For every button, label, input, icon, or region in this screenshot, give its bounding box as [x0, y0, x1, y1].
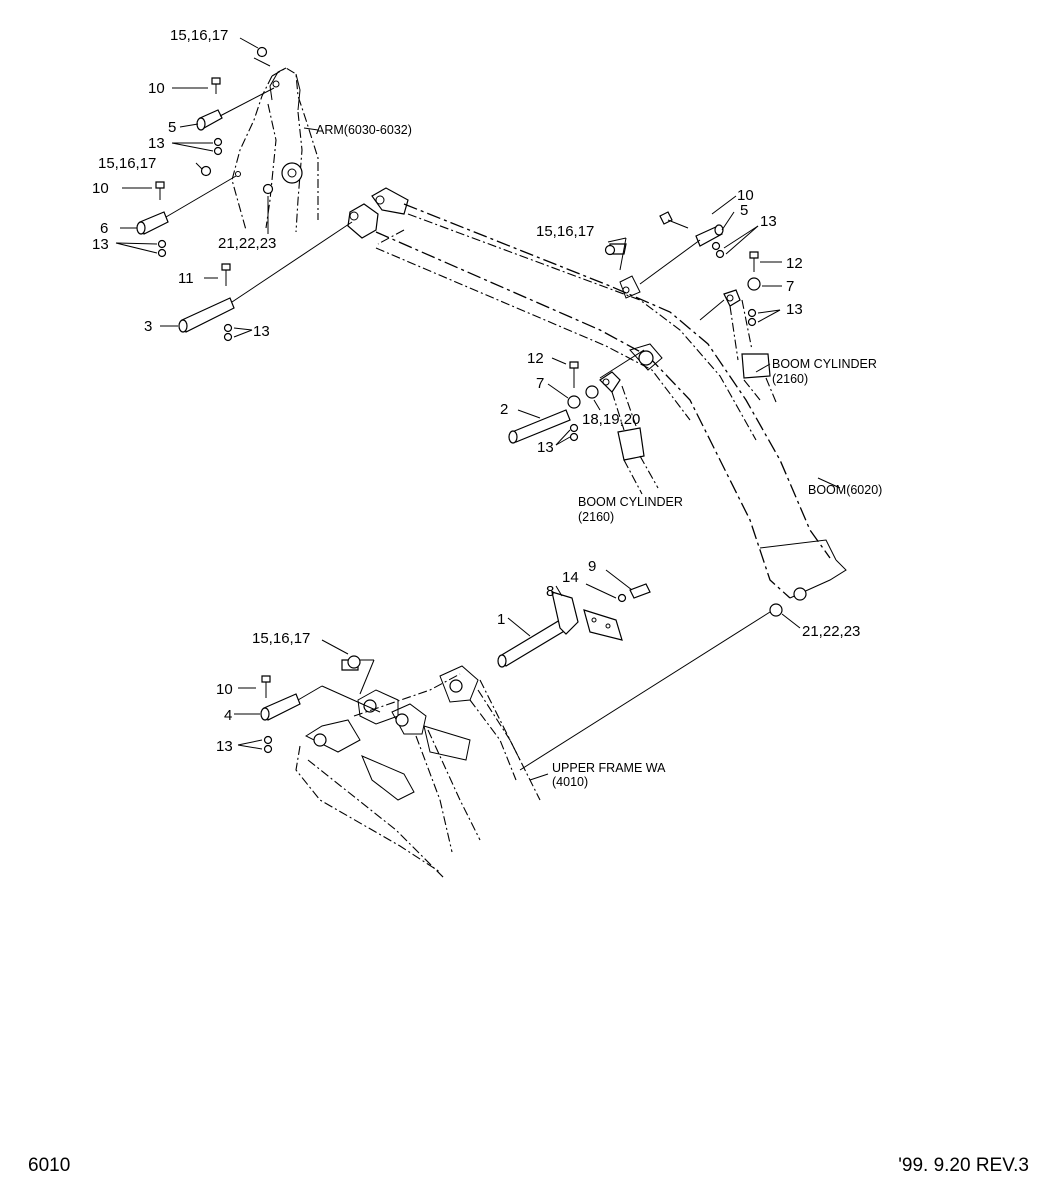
callout-10: 10	[92, 180, 109, 197]
boom-cylinder-right	[729, 299, 777, 403]
boom-leaders	[607, 195, 782, 323]
callout-5: 5	[740, 202, 748, 219]
callout-5: 5	[168, 119, 176, 136]
callout-12: 12	[527, 350, 544, 367]
upper-frame-outline	[295, 665, 541, 879]
callout-13: 13	[537, 439, 554, 456]
callout-8: 8	[546, 583, 554, 600]
component-labels: ARM(6030-6032) BOOM CYLINDER (2160) BOOM…	[316, 123, 882, 789]
callout-15-16-17: 15,16,17	[536, 223, 594, 240]
callout-14: 14	[562, 569, 579, 586]
callout-1: 1	[497, 611, 505, 628]
callout-10: 10	[737, 187, 754, 204]
label-boom: BOOM(6020)	[808, 483, 882, 497]
label-upper-frame-code: (4010)	[552, 775, 588, 789]
callout-10: 10	[148, 80, 165, 97]
callout-9: 9	[588, 558, 596, 575]
callout-10: 10	[216, 681, 233, 698]
callout-6: 6	[100, 220, 108, 237]
label-arm: ARM(6030-6032)	[316, 123, 412, 137]
callout-13: 13	[786, 301, 803, 318]
callout-13: 13	[92, 236, 109, 253]
callout-13: 13	[148, 135, 165, 152]
arm-leaders	[115, 37, 319, 254]
callout-13: 13	[760, 213, 777, 230]
callout-7: 7	[536, 375, 544, 392]
arm-pins	[136, 46, 274, 258]
callout-13: 13	[216, 738, 233, 755]
label-boom-cylinder-right-code: (2160)	[772, 372, 808, 386]
callout-21-22-23: 21,22,23	[218, 235, 276, 252]
callout-15-16-17: 15,16,17	[252, 630, 310, 647]
callout-13: 13	[253, 323, 270, 340]
callout-15-16-17: 15,16,17	[170, 27, 228, 44]
frame-pins	[260, 583, 783, 754]
mid-leaders	[160, 325, 645, 446]
boom-pins	[604, 211, 761, 327]
boom-cylinder-mid	[508, 361, 659, 495]
label-boom-cylinder-right: BOOM CYLINDER	[772, 357, 877, 371]
boom-outline	[347, 187, 847, 601]
callout-7: 7	[786, 278, 794, 295]
callout-21-22-23: 21,22,23	[802, 623, 860, 640]
callout-12: 12	[786, 255, 803, 272]
label-boom-cylinder-mid: BOOM CYLINDER	[578, 495, 683, 509]
callout-labels: 15,16,17 10 5 13 15,16,17 10 6 13 21,22,…	[92, 27, 860, 755]
pin-3-group	[178, 221, 353, 342]
label-boom-cylinder-mid-code: (2160)	[578, 510, 614, 524]
callout-18-19-20: 18,19,20	[582, 411, 640, 428]
label-upper-frame: UPPER FRAME WA	[552, 761, 666, 775]
arm-outline	[231, 67, 319, 233]
callout-2: 2	[500, 401, 508, 418]
callout-4: 4	[224, 707, 232, 724]
callout-3: 3	[144, 318, 152, 335]
callout-11: 11	[178, 270, 194, 287]
footer-revision: '99. 9.20 REV.3	[898, 1155, 1029, 1176]
callout-15-16-17: 15,16,17	[98, 155, 156, 172]
frame-leaders	[234, 363, 841, 781]
footer-diagram-code: 6010	[28, 1155, 71, 1176]
